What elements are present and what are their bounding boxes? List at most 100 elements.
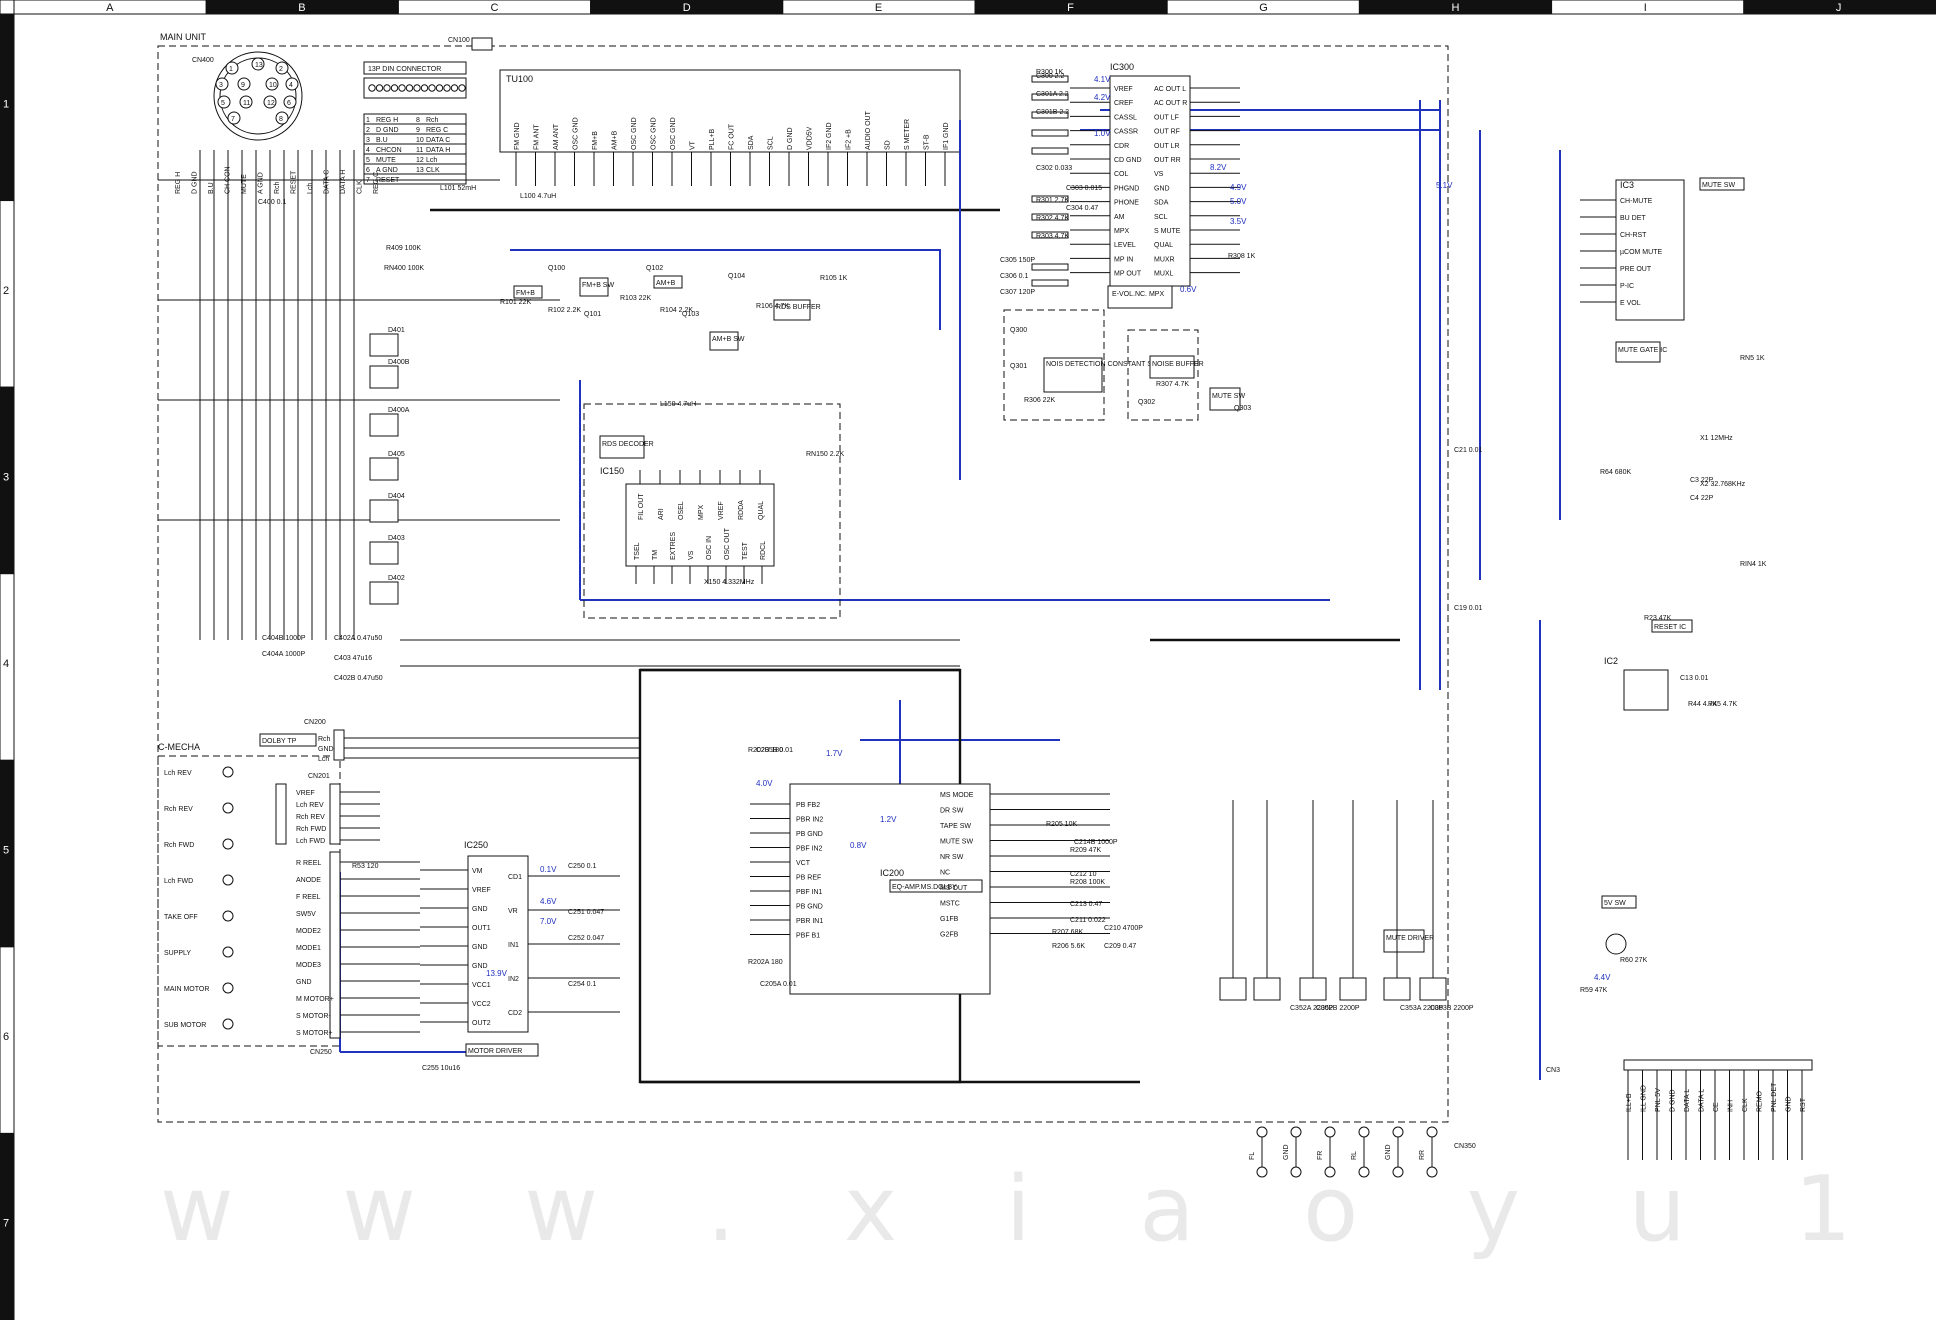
mute-transistor-icon	[1419, 977, 1447, 1001]
zone-col-label: B	[298, 2, 305, 14]
ic250-pin-label: VREF	[472, 887, 491, 894]
main-unit-label: MAIN UNIT	[160, 32, 207, 42]
ic300-pin-label: AC OUT L	[1154, 86, 1186, 93]
component-label: RIN4 1K	[1740, 561, 1767, 568]
diode-label: D400B	[388, 359, 410, 366]
cn350-terminal-icon	[1290, 1166, 1302, 1178]
ic150-pin-label: OSEL	[678, 501, 685, 520]
ic250-pin-label: GND	[472, 906, 488, 913]
cn350-pin-label: FR	[1317, 1151, 1324, 1160]
component-label: C250 0.1	[568, 863, 597, 870]
component-label: Q100	[548, 265, 565, 272]
cn350-pin	[1290, 1126, 1302, 1138]
cn350-pin	[1426, 1126, 1438, 1138]
cn400-pin-label: Lch	[307, 183, 314, 194]
tu100-pin-label: IF2 GND	[826, 122, 833, 150]
cn400-pin-number: 3	[219, 82, 223, 89]
component-label: Q101	[584, 311, 601, 318]
diode-icon	[369, 457, 399, 481]
ic200-pin-label: TAPE SW	[940, 823, 971, 830]
zone-row-label: 3	[3, 471, 9, 483]
component-label: R106 4.7K	[756, 303, 789, 310]
zone-col-label: G	[1259, 2, 1268, 14]
din-pin	[405, 84, 414, 92]
zone-row-label: 4	[3, 658, 9, 670]
cn400-pin	[275, 111, 289, 125]
c-mecha-item: Lch FWD	[164, 878, 193, 885]
component-label: C404A 1000P	[262, 651, 306, 658]
tu100-pin-label: FC OUT	[729, 123, 736, 150]
ic300-pin-label: OUT RR	[1154, 157, 1181, 164]
cn400-pin-label: RESET	[291, 170, 298, 194]
ic300-pin-label: QUAL	[1154, 242, 1173, 249]
diode-icon	[369, 581, 399, 605]
cn400-pin	[265, 77, 279, 91]
c-mecha-item: SUB MOTOR	[164, 1022, 206, 1029]
component-label: C213 0.47	[1070, 901, 1102, 908]
svg-text:TU100: TU100	[506, 74, 533, 84]
component-label: C301A 2.2	[1036, 91, 1069, 98]
svg-text:CN100: CN100	[448, 37, 470, 44]
c-mecha-part-icon	[222, 946, 234, 958]
cn250-pin-label: S MOTOR+	[296, 1030, 333, 1037]
component-label: R44 4.7K	[1688, 701, 1718, 708]
ic300-pin-label: OUT LR	[1154, 143, 1180, 150]
ic300-pin-label: MUXL	[1154, 271, 1174, 278]
component-label: R207 68K	[1052, 929, 1083, 936]
svg-text:FM+B SW: FM+B SW	[582, 282, 614, 289]
cn350-pin-label: RR	[1419, 1150, 1426, 1160]
c-mecha-item: Rch REV	[164, 806, 193, 813]
svg-text:EQ-AMP.MS.DOLBY: EQ-AMP.MS.DOLBY	[892, 884, 957, 891]
svg-text:CN200: CN200	[304, 719, 326, 726]
component-label: Q102	[646, 265, 663, 272]
ic300-pin-label: VREF	[1114, 86, 1133, 93]
din-cell: 8	[416, 117, 420, 124]
ic150-pin-label: RDCL	[760, 541, 767, 560]
diode-icon	[369, 541, 399, 565]
c-mecha-part-icon	[222, 982, 234, 994]
svg-text:MUTE GATE IC: MUTE GATE IC	[1618, 347, 1667, 354]
diode-label: D403	[388, 535, 405, 542]
component-label: C352B 2200P	[1316, 1005, 1360, 1012]
cn201-pin-label: VREF	[296, 790, 315, 797]
din-pin	[383, 84, 391, 92]
cn400-pin-label: CLK	[357, 180, 364, 194]
cn400-pin-number: 6	[287, 100, 291, 107]
cn201-pin-label: Rch FWD	[296, 826, 326, 833]
component-label: C307 120P	[1000, 289, 1035, 296]
diode-label: D400A	[388, 407, 410, 414]
cn250-pin-label: M MOTOR+	[296, 996, 334, 1003]
ic250-pin-label: IN1	[508, 942, 519, 949]
component-label: R205 10K	[1046, 821, 1077, 828]
tu100-pin-label: IF2 +B	[846, 129, 853, 150]
ic2-block: RESET IC IC2	[1604, 619, 1693, 711]
cn350-terminal-icon	[1392, 1166, 1404, 1178]
voltage-label: 5.1V	[1436, 181, 1453, 190]
c-mecha-label: C-MECHA	[158, 742, 200, 752]
voltage-label: 4.6V	[540, 897, 557, 906]
ic250-pin-label: OUT2	[472, 1020, 491, 1027]
cn400-pin-number: 9	[241, 82, 245, 89]
din-cell: 5	[366, 157, 370, 164]
ic200-pin-label: VCT	[796, 860, 811, 867]
tu100-pin-label: OSC GND	[651, 117, 658, 150]
voltage-label: 1.2V	[880, 815, 897, 824]
svg-text:IC150: IC150	[600, 466, 624, 476]
ic150-pin-label: ARI	[658, 508, 665, 520]
tu100-pin-label: SDA	[748, 135, 755, 150]
component-label: C4 22P	[1690, 495, 1714, 502]
cn400-pin-number: 4	[289, 82, 293, 89]
cn3-pin-label: PNL DET	[1771, 1082, 1778, 1112]
din-cell: 4	[366, 147, 370, 154]
component-label: R302 4.7K	[1036, 215, 1069, 222]
ic150-pin-label: MPX	[698, 505, 705, 521]
cn400-pin	[275, 61, 289, 75]
cn201-pin-label: Lch REV	[296, 802, 324, 809]
ic150-pin-label: QUAL	[758, 501, 765, 520]
component-label: L150 4.7uH	[660, 401, 696, 408]
cn400-pin	[215, 77, 229, 91]
component-label: C301B 2.2	[1036, 109, 1069, 116]
cn3-pin-label: ILL+B	[1626, 1093, 1633, 1112]
